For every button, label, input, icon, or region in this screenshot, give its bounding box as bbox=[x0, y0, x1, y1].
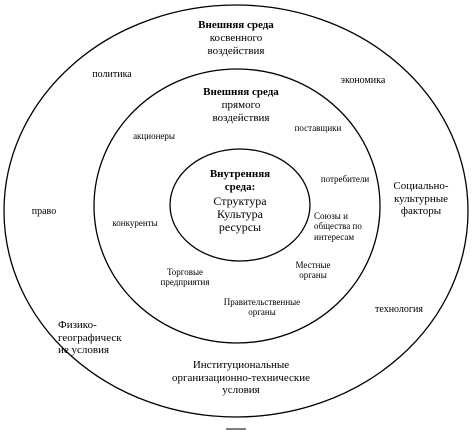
label-technology: технология bbox=[375, 304, 423, 315]
inner-title: Внутренняя среда: bbox=[209, 168, 271, 193]
label-sociocultural: Социально- культурные факторы bbox=[393, 180, 449, 218]
label-suppliers: поставщики bbox=[294, 123, 342, 133]
label-economics: экономика bbox=[340, 75, 386, 86]
inner-body: Структура Культура ресурсы bbox=[213, 194, 267, 235]
label-government-bodies: Правительственные органы bbox=[223, 297, 301, 318]
label-local-authorities: Местные органы bbox=[295, 260, 331, 281]
label-shareholders: акционеры bbox=[133, 131, 175, 141]
label-law: право bbox=[31, 206, 57, 217]
outer-subtitle: косвенного воздействия bbox=[207, 32, 265, 57]
label-trade-enterprises: Торговые предприятия bbox=[160, 267, 210, 288]
outer-circle bbox=[3, 4, 469, 418]
inner-circle bbox=[169, 148, 311, 262]
label-physical-geography: Физико- географическ ие условия bbox=[58, 319, 122, 357]
label-politics: политика bbox=[92, 69, 132, 80]
label-unions: Союзы и общества по интересам bbox=[314, 211, 362, 242]
label-institutional: Институциональные организационно-техниче… bbox=[171, 359, 311, 397]
middle-title: Внешняя среда bbox=[203, 86, 279, 98]
middle-circle bbox=[93, 68, 381, 344]
label-competitors: конкуренты bbox=[112, 218, 158, 228]
outer-title: Внешняя среда bbox=[198, 19, 274, 31]
middle-subtitle: прямого воздействия bbox=[212, 99, 270, 124]
label-consumers: потребители bbox=[320, 174, 370, 184]
